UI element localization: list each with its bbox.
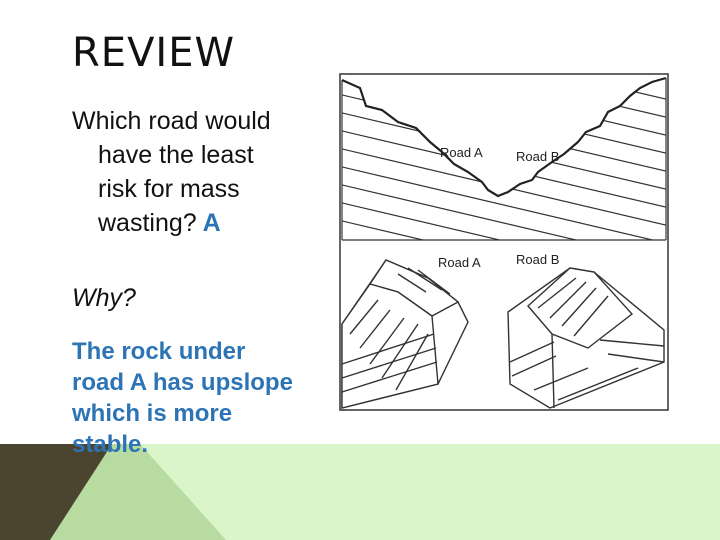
question-line-1: Which road would [72,104,332,138]
top-road-b-label: Road B [516,149,559,164]
bottom-road-b-label: Road B [516,252,559,267]
slide-title: REVIEW [72,30,235,76]
explanation-line-4: stable. [72,429,342,460]
question-line-4-text: wasting? [98,209,197,237]
road-slope-diagram: Road A Road B Road A Road B [338,72,670,412]
question-line-2: have the least [72,138,332,172]
top-road-a-label: Road A [440,145,483,160]
explanation-line-1: The rock under [72,336,342,367]
question-line-4: wasting?A [72,206,332,240]
explanation-line-3: which is more [72,398,342,429]
explanation-line-2: road A has upslope [72,367,342,398]
answer-text: A [203,209,221,237]
why-label: Why? [72,284,136,313]
question-text: Which road would have the least risk for… [72,104,332,240]
bottom-road-a-label: Road A [438,255,481,270]
question-line-3: risk for mass [72,172,332,206]
explanation-text: The rock under road A has upslope which … [72,336,342,460]
